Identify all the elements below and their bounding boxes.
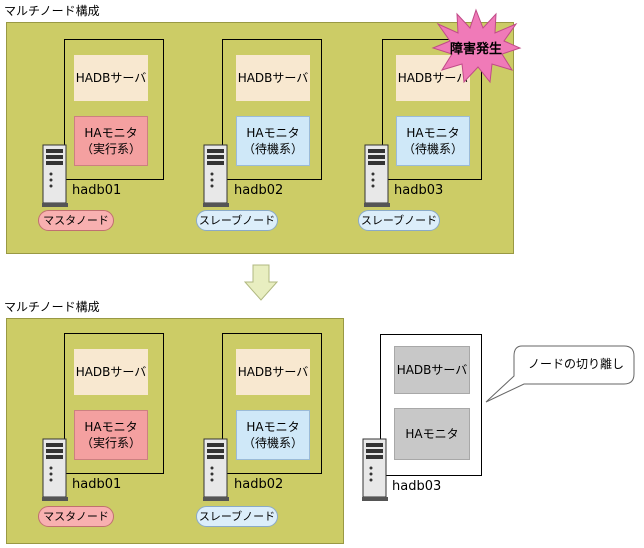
top-section-title: マルチノード構成 (4, 4, 100, 18)
node-frame-hadb02 (222, 39, 322, 180)
host-label-hadb01: hadb01 (72, 183, 122, 198)
server-tower-icon (364, 144, 390, 207)
server-tower-icon (203, 144, 229, 207)
callout-label: ノードの切り離し (528, 357, 625, 371)
host-label-hadb02: hadb02 (234, 183, 284, 198)
node-frame-hadb03 (382, 39, 482, 180)
node-frame-hadb01 (64, 39, 164, 180)
ha-monitor-standby-box: HAモニタ（待機系） (236, 410, 310, 460)
hadb-server-box: HADBサーバ (236, 55, 310, 101)
node-frame-hadb02 (222, 333, 322, 474)
bottom-section-title: マルチノード構成 (4, 300, 100, 314)
role-badge-master: マスタノード (38, 210, 114, 231)
down-arrow-icon (243, 264, 279, 301)
ha-monitor-standby-box: HAモニタ（待機系） (396, 116, 470, 166)
failure-label: 障害発生 (449, 42, 502, 57)
hadb-server-box: HADBサーバ (236, 349, 310, 395)
server-tower-icon (203, 438, 229, 501)
host-label-hadb02: hadb02 (234, 477, 284, 492)
host-label-hadb03: hadb03 (392, 479, 442, 494)
ha-monitor-active-box: HAモニタ（実行系） (74, 116, 148, 166)
server-tower-icon (42, 144, 68, 207)
hadb-server-box: HADBサーバ (74, 349, 148, 395)
role-badge-slave: スレーブノード (358, 210, 440, 231)
ha-monitor-active-box: HAモニタ（実行系） (74, 410, 148, 460)
hadb-server-box: HADBサーバ (74, 55, 148, 101)
hadb-server-box: HADBサーバ (396, 55, 470, 101)
failure-burst-icon (431, 8, 522, 84)
role-badge-master: マスタノード (38, 506, 114, 527)
host-label-hadb01: hadb01 (72, 477, 122, 492)
isolated-monitor-box: HAモニタ (394, 408, 470, 460)
isolated-server-box: HADBサーバ (394, 346, 470, 394)
node-frame-hadb01 (64, 333, 164, 474)
callout-bubble-icon (485, 345, 635, 403)
host-label-hadb03: hadb03 (394, 183, 444, 198)
ha-monitor-standby-box: HAモニタ（待機系） (236, 116, 310, 166)
server-tower-icon (42, 438, 68, 501)
role-badge-slave: スレーブノード (196, 210, 278, 231)
server-tower-icon (362, 438, 388, 501)
role-badge-slave: スレーブノード (196, 506, 278, 527)
